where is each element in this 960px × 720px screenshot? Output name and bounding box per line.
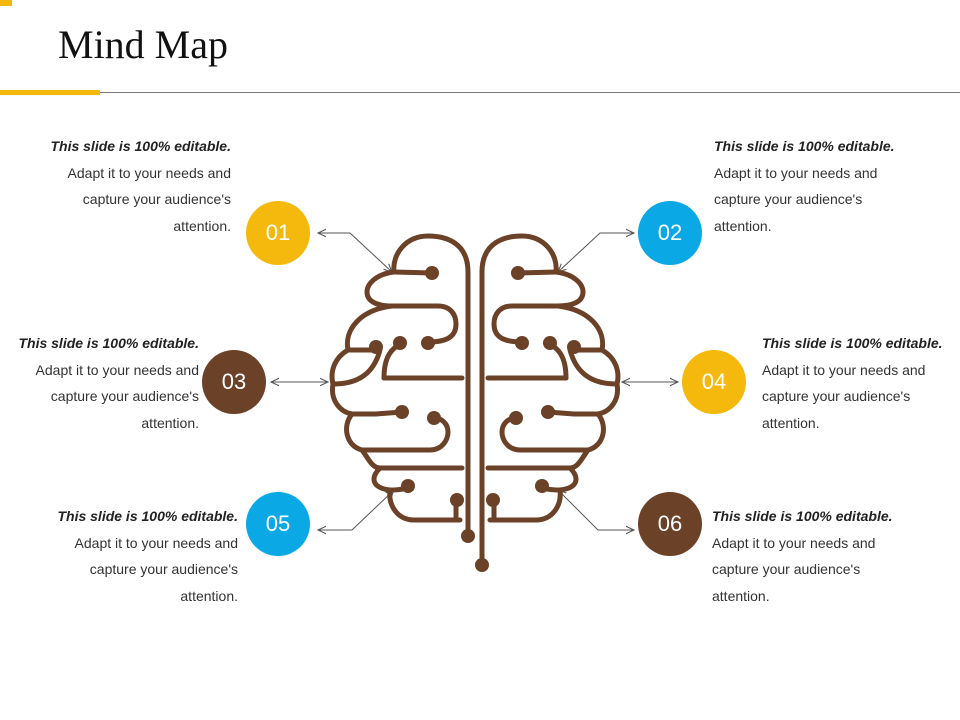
callout-06-text: Adapt it to your needs and capture your … bbox=[712, 534, 876, 604]
arrow-02 bbox=[558, 233, 634, 272]
callout-05: This slide is 100% editable. Adapt it to… bbox=[38, 503, 238, 609]
node-badge-06: 06 bbox=[638, 492, 702, 556]
brain-nodes bbox=[369, 266, 581, 572]
callout-02: This slide is 100% editable. Adapt it to… bbox=[714, 133, 914, 239]
callout-02-text: Adapt it to your needs and capture your … bbox=[714, 164, 878, 234]
node-badge-04: 04 bbox=[682, 350, 746, 414]
connector-arrows bbox=[271, 233, 678, 530]
callout-02-bold: This slide is 100% editable. bbox=[714, 138, 895, 154]
title-accent-bar bbox=[0, 90, 100, 95]
corner-accent bbox=[0, 0, 12, 6]
callout-05-text: Adapt it to your needs and capture your … bbox=[74, 534, 238, 604]
node-badge-05: 05 bbox=[246, 492, 310, 556]
callout-03: This slide is 100% editable. Adapt it to… bbox=[0, 330, 199, 436]
arrow-05 bbox=[318, 490, 394, 530]
callout-06: This slide is 100% editable. Adapt it to… bbox=[712, 503, 912, 609]
arrow-01 bbox=[318, 233, 392, 272]
slide-title: Mind Map bbox=[58, 22, 228, 67]
callout-05-bold: This slide is 100% editable. bbox=[57, 508, 238, 524]
callout-01: This slide is 100% editable. Adapt it to… bbox=[31, 133, 231, 239]
left-hemisphere bbox=[329, 233, 471, 539]
brain-outline bbox=[329, 233, 621, 568]
node-badge-02: 02 bbox=[638, 201, 702, 265]
callout-04: This slide is 100% editable. Adapt it to… bbox=[762, 330, 960, 436]
callout-06-bold: This slide is 100% editable. bbox=[712, 508, 893, 524]
node-badge-01: 01 bbox=[246, 201, 310, 265]
callout-03-text: Adapt it to your needs and capture your … bbox=[35, 361, 199, 431]
callout-01-bold: This slide is 100% editable. bbox=[50, 138, 231, 154]
callout-04-text: Adapt it to your needs and capture your … bbox=[762, 361, 926, 431]
callout-01-text: Adapt it to your needs and capture your … bbox=[67, 164, 231, 234]
callout-03-bold: This slide is 100% editable. bbox=[18, 335, 199, 351]
right-hemisphere bbox=[479, 233, 621, 568]
callout-04-bold: This slide is 100% editable. bbox=[762, 335, 943, 351]
title-divider bbox=[100, 92, 960, 93]
arrow-06 bbox=[558, 490, 634, 530]
node-badge-03: 03 bbox=[202, 350, 266, 414]
